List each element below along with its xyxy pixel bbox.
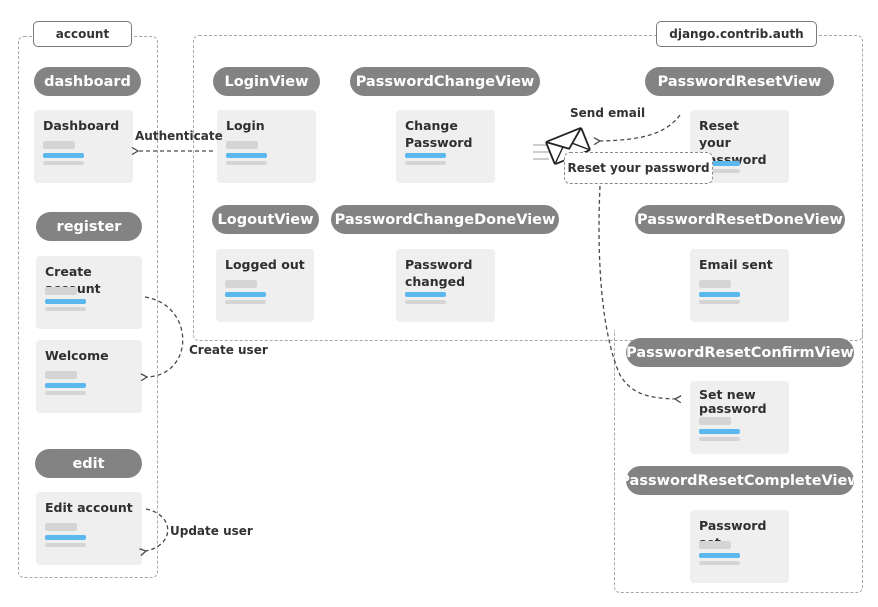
- password-reset-confirm-view-pill: PasswordResetConfirmView: [626, 338, 854, 367]
- placeholder-line: [405, 300, 446, 304]
- placeholder-line: [699, 437, 740, 441]
- accent-bar: [699, 429, 740, 434]
- placeholder-line: [45, 543, 86, 547]
- placeholder-bar: [45, 287, 77, 295]
- password-change-view-pill: PasswordChangeView: [350, 67, 540, 96]
- email-sent-page-title: Email sent: [699, 257, 773, 272]
- placeholder-bar: [43, 141, 75, 149]
- accent-bar: [405, 153, 446, 158]
- login-view-pill: LoginView: [213, 67, 320, 96]
- password-reset-complete-view-pill: PasswordResetCompleteView: [619, 466, 861, 495]
- login-page-card[interactable]: Login: [217, 110, 316, 183]
- placeholder-bar: [225, 280, 257, 288]
- django-auth-group-label: django.contrib.auth: [656, 21, 817, 47]
- placeholder-line: [43, 161, 84, 165]
- email-sent-page-card[interactable]: Email sent: [690, 249, 789, 322]
- account-group-label: account: [33, 21, 132, 47]
- accent-bar: [699, 292, 740, 297]
- placeholder-line: [699, 169, 740, 173]
- accent-bar: [699, 553, 740, 558]
- django-auth-group-extension: [614, 330, 863, 593]
- placeholder-bar: [226, 141, 258, 149]
- password-reset-done-view-pill: PasswordResetDoneView: [635, 205, 845, 234]
- placeholder-line: [405, 161, 446, 165]
- welcome-page-card[interactable]: Welcome: [36, 340, 142, 413]
- login-page-title: Login: [226, 118, 265, 133]
- django-auth-group: [193, 35, 863, 341]
- placeholder-line: [699, 300, 740, 304]
- logged-out-page-card[interactable]: Logged out: [216, 249, 314, 322]
- accent-bar: [405, 292, 446, 297]
- accent-bar: [699, 161, 740, 166]
- logout-view-pill: LogoutView: [212, 205, 319, 234]
- placeholder-line: [226, 161, 267, 165]
- placeholder-bar: [45, 523, 77, 531]
- accent-bar: [45, 535, 86, 540]
- authenticate-label: Authenticate: [135, 129, 223, 143]
- welcome-page-title: Welcome: [45, 348, 109, 363]
- create-account-page-card[interactable]: Create account: [36, 256, 142, 329]
- update-user-label: Update user: [170, 524, 253, 538]
- accent-bar: [43, 153, 84, 158]
- placeholder-bar: [45, 371, 77, 379]
- reset-password-page-card[interactable]: Reset your password: [690, 110, 789, 183]
- placeholder-bar: [699, 417, 731, 425]
- logged-out-page-title: Logged out: [225, 257, 305, 272]
- edit-view-pill: edit: [35, 449, 142, 478]
- change-password-page-card[interactable]: Change Password: [396, 110, 495, 183]
- placeholder-bar: [699, 280, 731, 288]
- accent-bar: [226, 153, 267, 158]
- placeholder-line: [45, 391, 86, 395]
- password-set-page-card[interactable]: Password set: [690, 510, 789, 583]
- dashboard-page-card[interactable]: Dashboard: [34, 110, 133, 183]
- placeholder-bar: [699, 541, 731, 549]
- send-email-label: Send email: [570, 106, 646, 120]
- placeholder-line: [45, 307, 86, 311]
- register-view-pill: register: [36, 212, 142, 241]
- create-user-label: Create user: [189, 343, 268, 357]
- set-new-password-page-title: Set new password: [699, 387, 767, 416]
- dashboard-view-pill: dashboard: [34, 67, 141, 96]
- accent-bar: [45, 299, 86, 304]
- reset-email-bubble: Reset your password: [564, 152, 713, 184]
- accent-bar: [45, 383, 86, 388]
- edit-account-page-card[interactable]: Edit account: [36, 492, 142, 565]
- password-changed-page-card[interactable]: Password changed: [396, 249, 495, 322]
- dashboard-page-title: Dashboard: [43, 118, 120, 133]
- edit-account-page-title: Edit account: [45, 500, 133, 515]
- change-password-page-title: Change Password: [405, 118, 473, 150]
- placeholder-line: [225, 300, 266, 304]
- password-changed-page-title: Password changed: [405, 257, 473, 289]
- set-new-password-page-card[interactable]: Set new password: [690, 381, 789, 454]
- password-change-done-view-pill: PasswordChangeDoneView: [331, 205, 559, 234]
- accent-bar: [225, 292, 266, 297]
- placeholder-line: [699, 561, 740, 565]
- password-reset-view-pill: PasswordResetView: [645, 67, 834, 96]
